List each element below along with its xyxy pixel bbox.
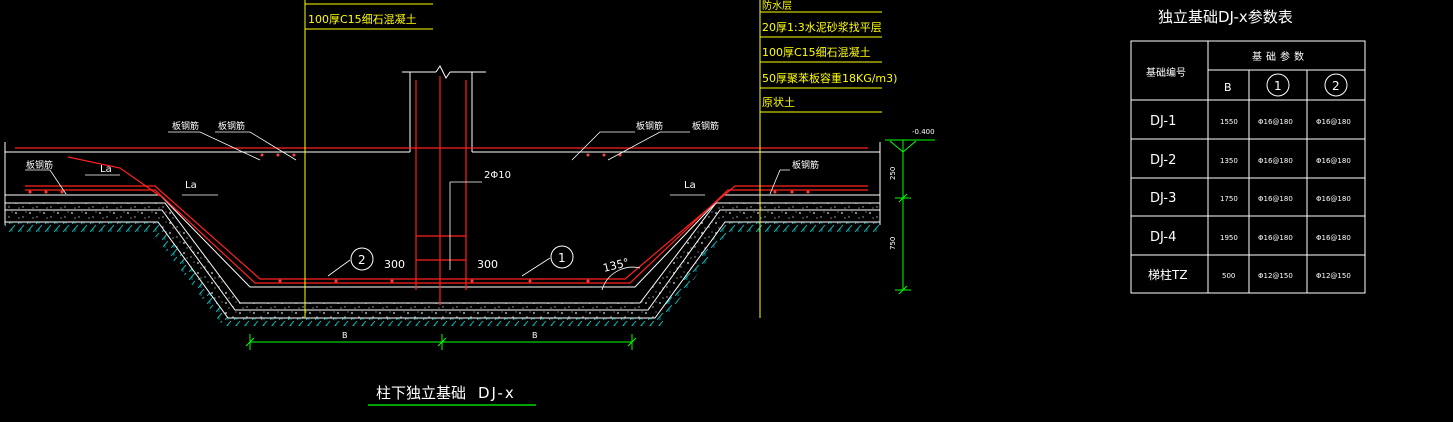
rebar-label-top-left-1: 板钢筋 bbox=[172, 120, 199, 132]
parameter-table: 独立基础DJ-x参数表 基础编号 基础参数 B 1 2 DJ-1 1550 Φ1… bbox=[1130, 8, 1366, 294]
row-2-r2: Φ16@180 bbox=[1316, 157, 1351, 165]
rebar-label-leaders bbox=[25, 131, 790, 291]
elevation-label: -0.400 bbox=[912, 128, 935, 136]
table-col-2: 2 bbox=[1332, 79, 1340, 93]
bar-mark-1-circle bbox=[550, 245, 574, 269]
row-1-b: 1550 bbox=[1220, 118, 1238, 126]
row-2-r1: Φ16@180 bbox=[1258, 157, 1293, 165]
row-4-id: DJ-4 bbox=[1150, 230, 1176, 245]
la-label-left-1: La bbox=[100, 164, 112, 175]
drawing-title-main: 柱下独立基础 bbox=[376, 384, 466, 402]
rebar-label-low-right: 板钢筋 bbox=[792, 159, 819, 171]
table-title: 独立基础DJ-x参数表 bbox=[1158, 8, 1293, 26]
rebar-label-top-left-2: 板钢筋 bbox=[218, 120, 245, 132]
row-3-id: DJ-3 bbox=[1150, 191, 1176, 206]
callout-texts: 100厚C15细石混凝土 防水层 20厚1:3水泥砂浆找平层 100厚C15细石… bbox=[308, 0, 897, 109]
annotation-texts: La La La 2Φ10 300 300 2 1 135° -0.400 25… bbox=[100, 128, 935, 340]
layer-callout-leaders bbox=[304, 0, 882, 318]
row-4-b: 1950 bbox=[1220, 234, 1238, 242]
drawing-title: 柱下独立基础 DJ-x bbox=[368, 384, 536, 406]
row-1-id: DJ-1 bbox=[1150, 114, 1176, 129]
rebar-dots bbox=[28, 153, 810, 283]
right-callout-4: 原状土 bbox=[762, 95, 795, 109]
col-2-circle bbox=[1324, 73, 1348, 97]
row-3-r2: Φ16@180 bbox=[1316, 195, 1351, 203]
rebar-lines bbox=[15, 76, 868, 305]
row-3-r1: Φ16@180 bbox=[1258, 195, 1293, 203]
dim-300-right: 300 bbox=[477, 258, 498, 271]
left-callout-0: 100厚C15细石混凝土 bbox=[308, 12, 417, 26]
bar-mark-circles bbox=[350, 245, 574, 271]
row-5-r2: Φ12@150 bbox=[1316, 272, 1351, 280]
table-header-group: 基础参数 bbox=[1252, 50, 1308, 63]
rebar-label-texts: 板钢筋 板钢筋 板钢筋 板钢筋 板钢筋 板钢筋 bbox=[26, 120, 819, 171]
row-4-r2: Φ16@180 bbox=[1316, 234, 1351, 242]
row-4-r1: Φ16@180 bbox=[1258, 234, 1293, 242]
dim-b-right: B bbox=[532, 331, 538, 340]
foundation-outline bbox=[4, 65, 881, 319]
right-callout-1: 20厚1:3水泥砂浆找平层 bbox=[762, 20, 882, 34]
bar-mark-1: 1 bbox=[558, 251, 566, 265]
dim-b-left: B bbox=[342, 331, 348, 340]
bar-mark-2: 2 bbox=[358, 253, 366, 267]
rebar-label-low-left: 板钢筋 bbox=[26, 159, 53, 171]
foundation-section bbox=[4, 0, 935, 350]
dimension-lines bbox=[245, 139, 935, 350]
la-label-right: La bbox=[684, 180, 696, 191]
row-5-id: 梯柱TZ bbox=[1148, 267, 1188, 282]
rebar-label-top-right-1: 板钢筋 bbox=[636, 120, 663, 132]
row-2-b: 1350 bbox=[1220, 157, 1238, 165]
col-1-circle bbox=[1266, 73, 1290, 97]
dim-750: 750 bbox=[889, 237, 897, 250]
rebar-label-top-right-2: 板钢筋 bbox=[692, 120, 719, 132]
right-callout-3: 50厚聚苯板容重18KG/m3) bbox=[762, 71, 897, 85]
row-5-b: 500 bbox=[1222, 272, 1235, 280]
bar-mark-2-circle bbox=[350, 247, 374, 271]
concrete-bed bbox=[5, 203, 880, 318]
drawing-title-code: DJ-x bbox=[478, 384, 516, 402]
row-1-r1: Φ16@180 bbox=[1258, 118, 1293, 126]
column-bars-label: 2Φ10 bbox=[484, 170, 511, 181]
dim-250: 250 bbox=[889, 167, 897, 180]
la-label-left-2: La bbox=[185, 180, 197, 191]
dim-300-left: 300 bbox=[384, 258, 405, 271]
table-col-b: B bbox=[1224, 81, 1232, 94]
row-1-r2: Φ16@180 bbox=[1316, 118, 1351, 126]
right-callout-2: 100厚C15细石混凝土 bbox=[762, 45, 871, 59]
row-2-id: DJ-2 bbox=[1150, 153, 1176, 168]
row-5-r1: Φ12@150 bbox=[1258, 272, 1293, 280]
right-callout-0: 防水层 bbox=[762, 0, 792, 12]
table-header-left: 基础编号 bbox=[1146, 66, 1186, 79]
row-3-b: 1750 bbox=[1220, 195, 1238, 203]
angle-label: 135° bbox=[602, 256, 631, 275]
table-col-1: 1 bbox=[1274, 79, 1282, 93]
